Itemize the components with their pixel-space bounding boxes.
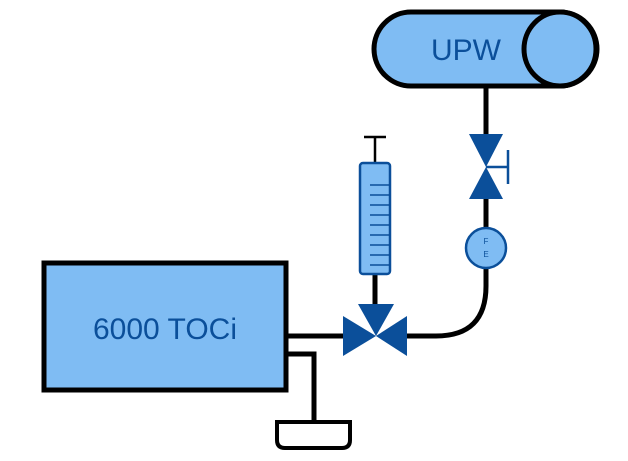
three-way-valve-top (358, 304, 394, 336)
pipe-flow-element-to-three-way-valve (406, 264, 489, 339)
flow-element-label-e: E (483, 250, 488, 259)
valve-upper-triangle (469, 134, 503, 167)
drain-basin (275, 420, 352, 450)
syringe-graduations (370, 184, 390, 266)
flow-element-circle (464, 226, 508, 270)
three-way-valve-icon[interactable] (343, 304, 407, 356)
toc-instrument: 6000 TOCi (41, 260, 289, 393)
tank-label: UPW (431, 34, 502, 67)
gate-valve-icon[interactable] (469, 134, 510, 199)
instrument-label: 6000 TOCi (93, 313, 237, 346)
tank-end-cap (521, 9, 599, 89)
valve-lower-triangle (469, 167, 503, 199)
syringe-barrel (358, 161, 392, 276)
pipe-instrument-to-drain (286, 351, 317, 422)
instrument-box (41, 260, 289, 393)
drain-icon (275, 420, 352, 450)
flow-element-icon: F E (464, 226, 508, 270)
three-way-valve-right (376, 316, 407, 356)
syringe-icon (358, 135, 392, 276)
three-way-valve-left (343, 316, 376, 356)
pipes (286, 86, 489, 422)
flow-element-label-f: F (484, 237, 489, 246)
upw-tank: UPW (371, 9, 600, 89)
